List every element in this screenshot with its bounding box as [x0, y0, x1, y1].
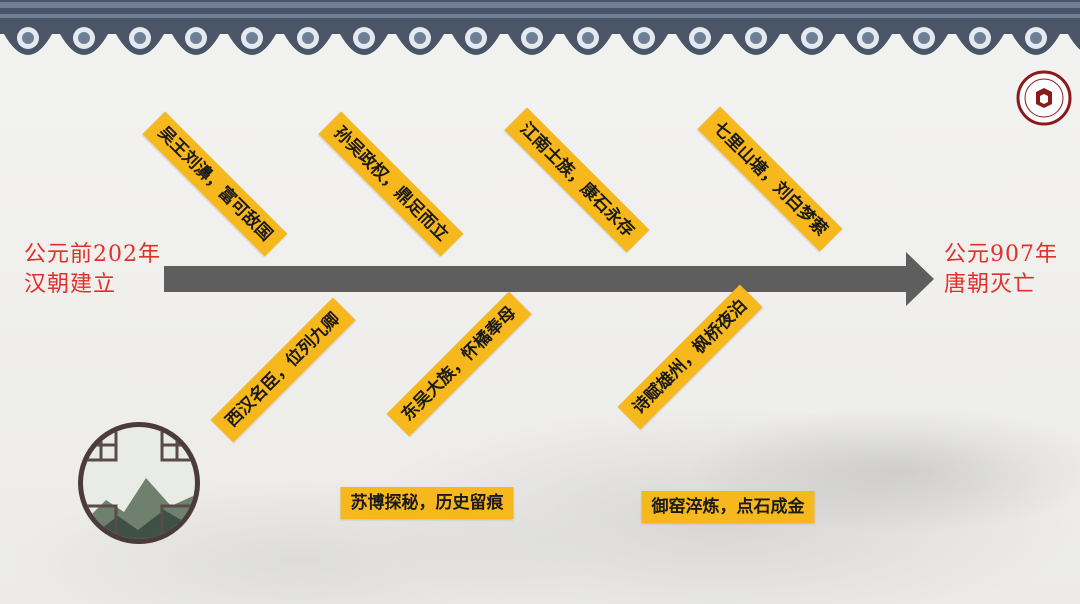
roof-tile-end-center — [134, 32, 146, 44]
start-year: 公元前202年 — [24, 242, 161, 267]
roof-tiles-decoration — [0, 0, 1080, 55]
event-tag-flat-1: 苏博探秘，历史留痕 — [340, 487, 514, 519]
roof-tile-end-center — [750, 32, 762, 44]
roof-tile-end-center — [694, 32, 706, 44]
roof-tile-end-center — [302, 32, 314, 44]
roof-tile-end-center — [582, 32, 594, 44]
timeline-shaft — [164, 266, 916, 292]
end-date-label: 公元907年 唐朝灭亡 — [944, 240, 1058, 300]
roof-tile-end-center — [246, 32, 258, 44]
school-seal-logo — [1016, 70, 1072, 126]
end-event: 唐朝灭亡 — [944, 272, 1037, 297]
roof-tile-end-center — [526, 32, 538, 44]
roof-tile-end-center — [806, 32, 818, 44]
roof-tile-end-center — [974, 32, 986, 44]
start-event: 汉朝建立 — [24, 272, 117, 297]
roof-tile-end-center — [638, 32, 650, 44]
roof-tile-end-center — [358, 32, 370, 44]
roof-tile — [1068, 34, 1080, 50]
roof-tile-end-center — [414, 32, 426, 44]
round-window-landscape-icon — [78, 422, 200, 544]
timeline-arrowhead — [906, 252, 934, 306]
roof-tile-end-center — [470, 32, 482, 44]
roof-tile-end-center — [22, 32, 34, 44]
event-tag-flat-2: 御窑淬炼，点石成金 — [641, 491, 815, 523]
roof-tile-end-center — [918, 32, 930, 44]
roof-tile-end-center — [862, 32, 874, 44]
roof-tile-end-center — [190, 32, 202, 44]
roof-tile-end-center — [1030, 32, 1042, 44]
end-year: 公元907年 — [944, 242, 1058, 267]
roof-tile-end-center — [78, 32, 90, 44]
start-date-label: 公元前202年 汉朝建立 — [24, 240, 161, 300]
